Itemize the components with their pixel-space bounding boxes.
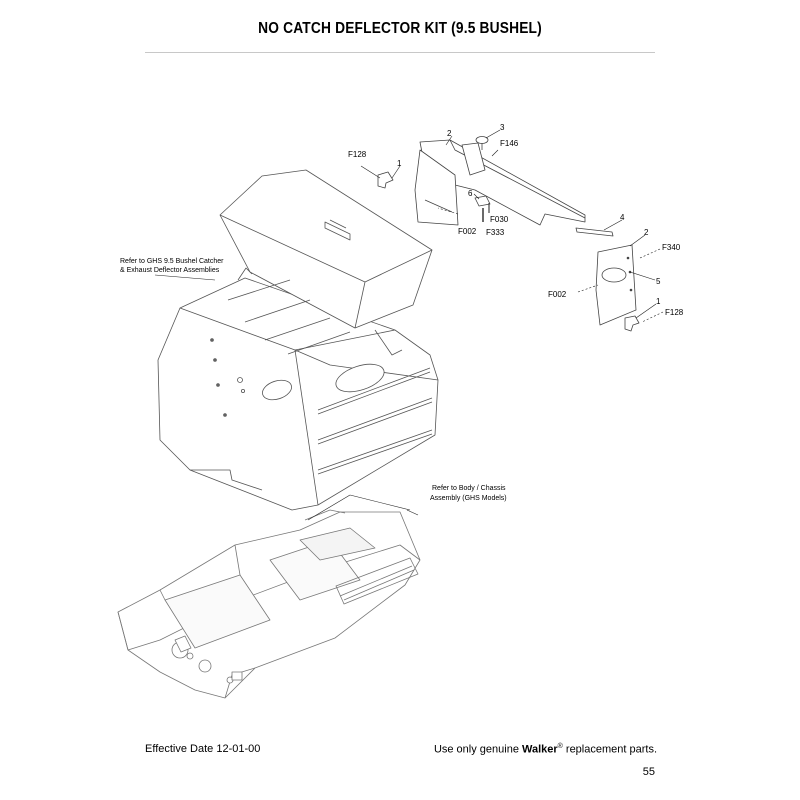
callout-1-bottom: 1 [656, 297, 661, 306]
callout-f030: F030 [490, 215, 509, 224]
callout-f333: F333 [486, 228, 505, 237]
genuine-parts-post: replacement parts. [562, 743, 657, 756]
callout-f128-bottom: F128 [665, 308, 684, 317]
deflector-kit-drawing [377, 136, 640, 332]
callout-5: 5 [656, 277, 661, 286]
registered-mark: ® [557, 743, 563, 750]
catcher-note-line1: Refer to GHS 9.5 Bushel Catcher [120, 258, 224, 265]
body-note-line2: Assembly (GHS Models) [430, 495, 507, 502]
brand-name: Walker [522, 743, 558, 756]
callout-f146: F146 [500, 139, 519, 148]
genuine-parts-pre: Use only genuine [433, 743, 522, 756]
callout-3: 3 [500, 123, 505, 132]
leader-lines [154, 129, 664, 521]
effective-date: Effective Date 12-01-00 [145, 743, 261, 755]
body-note-line1: Refer to Body / Chassis [432, 485, 506, 492]
callout-6: 6 [468, 189, 473, 198]
callout-2-top: 2 [447, 129, 452, 138]
callout-f340: F340 [662, 243, 681, 252]
catcher-drawing [157, 169, 439, 511]
callout-labels: F128 1 2 3 F146 6 F002 F030 F333 4 2 F34… [348, 123, 684, 317]
callout-1-top: 1 [397, 159, 402, 168]
page-title: NO CATCH DEFLECTOR KIT (9.5 BUSHEL) [258, 20, 542, 37]
callout-4: 4 [620, 213, 625, 222]
callout-2-right: 2 [644, 228, 649, 237]
callout-f128-top: F128 [348, 150, 367, 159]
title-divider [145, 52, 655, 53]
callout-f002-top: F002 [458, 227, 477, 236]
catcher-note-line2: & Exhaust Deflector Assemblies [120, 267, 220, 274]
chassis-drawing [117, 509, 421, 699]
page-number: 55 [642, 766, 655, 778]
genuine-parts-note: Use only genuine Walker® replacement par… [434, 743, 657, 756]
callout-f002-bottom: F002 [548, 290, 567, 299]
reference-notes: Refer to GHS 9.5 Bushel Catcher & Exhaus… [120, 258, 507, 502]
